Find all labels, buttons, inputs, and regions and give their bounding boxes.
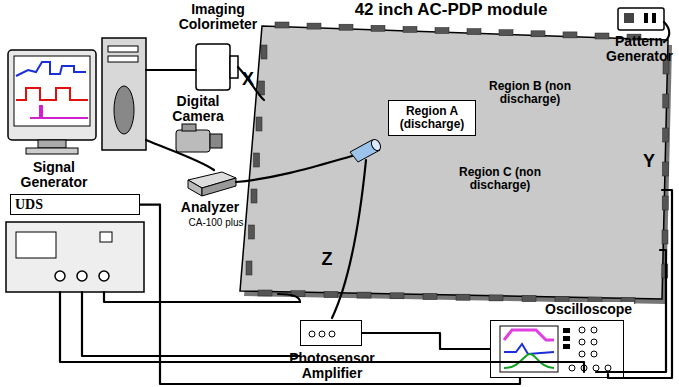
device-label: Oscilloscope <box>543 302 634 317</box>
pdp-panel: 42 inch AC-PDP moduleRegion A (discharge… <box>228 0 674 300</box>
oscilloscope-screen <box>500 326 611 372</box>
computer-tower <box>102 38 146 150</box>
oscilloscope-box: Oscilloscope <box>490 320 624 378</box>
photosensor-head <box>350 138 382 162</box>
amplifier-knobs <box>309 331 335 337</box>
device-label: Imaging Colorimeter <box>168 2 268 33</box>
amplifier-box: Photosensor Amplifier <box>300 320 362 346</box>
measurement-instrument <box>6 222 144 292</box>
unit-label: UDS <box>15 197 135 212</box>
model-label: CA-100 plus <box>176 217 256 228</box>
device-label: Analyzer <box>170 200 250 215</box>
axis-letter: Y <box>640 152 658 172</box>
uds-unit: UDS <box>10 194 140 215</box>
colorimeter-icon <box>196 44 238 90</box>
cable <box>362 333 490 349</box>
device-label: Digital Camera <box>160 94 236 125</box>
axis-letter: X <box>240 70 256 90</box>
device-label: Signal Generator <box>4 160 104 191</box>
pattern-generator-icon <box>618 8 664 30</box>
cables <box>60 22 672 378</box>
cable <box>140 205 520 384</box>
device-label: Photosensor Amplifier <box>271 351 393 382</box>
region-label: Region C (non discharge) <box>448 166 552 192</box>
camera-icon <box>176 124 222 152</box>
analyzer-icon <box>188 172 236 196</box>
computer-monitor <box>8 50 96 154</box>
panel-title: 42 inch AC-PDP module <box>228 1 674 20</box>
region-label: Region A (discharge) <box>394 105 470 131</box>
region-label: Region B (non discharge) <box>478 80 582 106</box>
axis-letter: Z <box>318 250 336 270</box>
discharge-region-box: Region A (discharge) <box>388 100 476 136</box>
panel-body <box>240 26 668 299</box>
panel-connectors <box>246 22 669 304</box>
device-label: Pattern Generator <box>606 34 672 65</box>
